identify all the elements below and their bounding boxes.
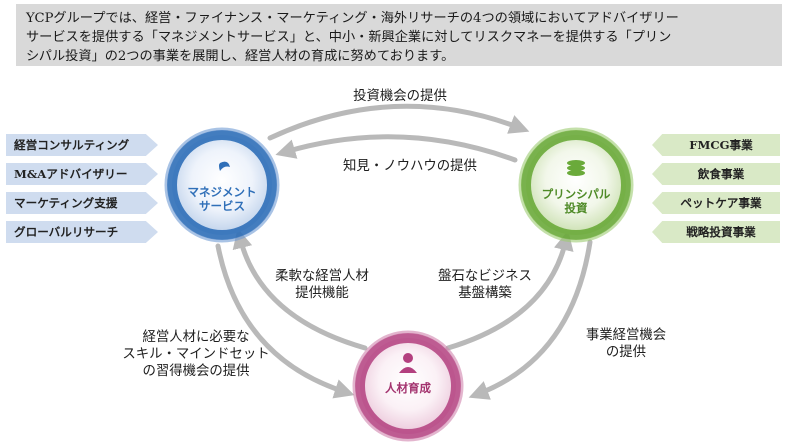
management-label-line-1: マネジメント	[187, 185, 257, 199]
principal-label-line-2: 投資	[564, 201, 588, 215]
flow-label-skill-acquisition: 経営人材に必要な スキル・マインドセット の習得機会の提供	[96, 329, 296, 380]
intro-text-box: YCPグループでは、経営・ファイナンス・マーケティング・海外リサーチの4つの領域…	[16, 4, 782, 66]
principal-businesses-list: FMCG事業 飲食事業 ペットケア事業 戦略投資事業	[652, 134, 780, 243]
service-consulting: 経営コンサルティング	[6, 134, 158, 156]
business-fmcg: FMCG事業	[652, 134, 780, 156]
arrow-outer-right	[468, 239, 593, 400]
intro-line-1: YCPグループでは、経営・ファイナンス・マーケティング・海外リサーチの4つの領域…	[26, 11, 679, 26]
intro-line-3: シパル投資」の2つの事業を展開し、経営人材の育成に努めております。	[26, 49, 455, 64]
skill-acquisition-line-2: スキル・マインドセット	[122, 347, 270, 362]
business-foundation-line-1: 盤石なビジネス	[438, 269, 532, 284]
flexible-talent-line-2: 提供機能	[295, 286, 349, 301]
flow-label-knowhow: 知見・ノウハウの提供	[343, 159, 477, 174]
flow-label-investment-opportunity: 投資機会の提供	[353, 89, 447, 104]
arrow-inner-left	[232, 228, 368, 351]
flexible-talent-line-1: 柔軟な経営人材	[275, 269, 369, 284]
blue-swoosh-icon	[219, 161, 230, 171]
intro-line-2: サービスを提供する「マネジメントサービス」と、中小・新興企業に対してリスクマネー…	[26, 30, 672, 45]
arrow-top-forward	[267, 103, 530, 141]
principal-investment-node	[518, 127, 634, 243]
business-strategic-investment: 戦略投資事業	[652, 221, 780, 243]
talent-node-label: 人材育成	[385, 381, 431, 395]
flow-label-management-opportunity: 事業経営機会 の提供	[566, 327, 686, 361]
arrow-top-back	[275, 134, 518, 163]
business-foundation-line-2: 基盤構築	[458, 286, 512, 301]
management-opportunity-line-2: の提供	[605, 345, 647, 360]
service-ma-advisory: M&Aアドバイザリー	[6, 163, 158, 185]
principal-label-line-1: プリンシパル	[541, 187, 611, 201]
person-icon	[399, 353, 417, 373]
service-marketing: マーケティング支援	[6, 192, 158, 214]
service-global-research: グローバルリサーチ	[6, 221, 158, 243]
business-food: 飲食事業	[652, 163, 780, 185]
management-services-list: 経営コンサルティング M&Aアドバイザリー マーケティング支援 グローバルリサー…	[6, 134, 158, 243]
management-service-node	[164, 127, 280, 243]
flow-label-business-foundation: 盤石なビジネス 基盤構築	[425, 268, 545, 302]
management-opportunity-line-1: 事業経営機会	[585, 328, 667, 343]
arrow-inner-right	[445, 230, 574, 351]
talent-development-node	[352, 330, 464, 442]
arrow-outer-left	[215, 243, 355, 399]
management-label-line-2: サービス	[199, 199, 245, 213]
principal-node-label: プリンシパル 投資	[536, 187, 616, 215]
skill-acquisition-line-1: 経営人材に必要な	[142, 330, 250, 345]
management-node-label: マネジメント サービス	[182, 185, 262, 213]
business-petcare: ペットケア事業	[652, 192, 780, 214]
flow-label-flexible-talent: 柔軟な経営人材 提供機能	[262, 268, 382, 302]
coin-stack-icon	[567, 160, 585, 176]
skill-acquisition-line-3: の習得機会の提供	[142, 364, 250, 379]
